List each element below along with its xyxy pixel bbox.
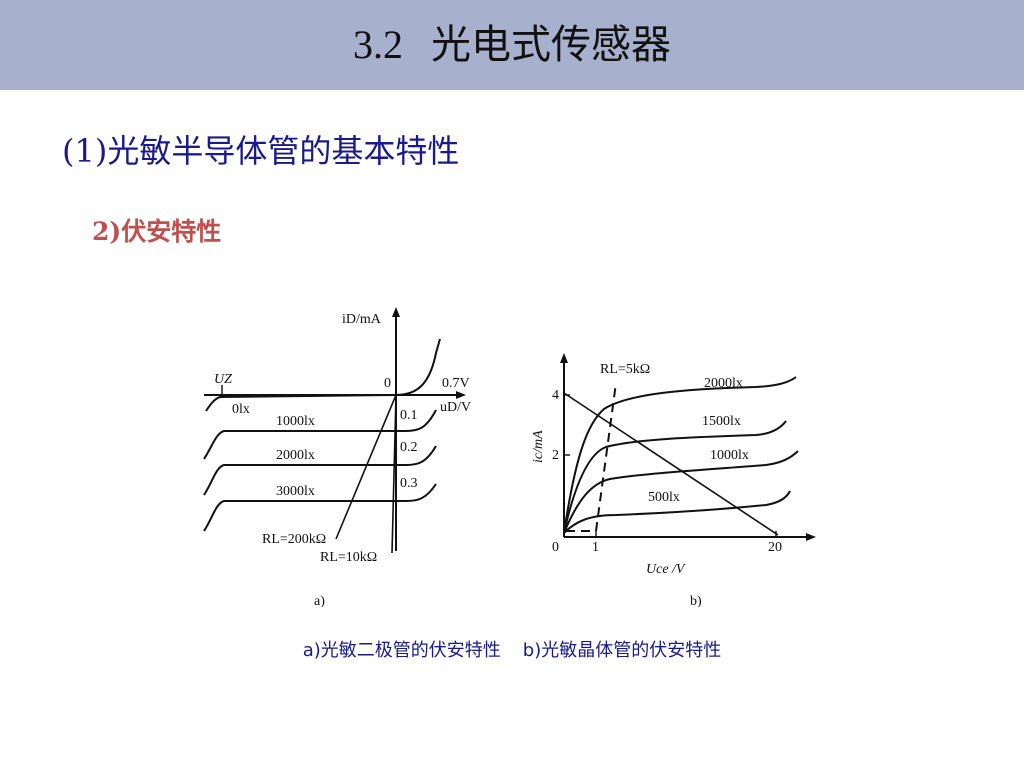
fig-b-load-line [563, 392, 779, 536]
fig-b-x-tick-label-1: 1 [592, 540, 599, 555]
fig-b-x-arrow [806, 533, 816, 541]
fig-b-curve-label-500lx: 500lx [648, 490, 680, 505]
fig-b-dashed-line [566, 382, 617, 532]
sub-heading: 2)伏安特性 [92, 217, 222, 246]
fig-b-curve-2000lx [563, 376, 797, 534]
fig-a-curve-2000lx [203, 445, 437, 496]
fig-a-forward-curve [395, 338, 441, 396]
fig-a-uz-label: UZ [214, 372, 232, 387]
fig-a-y-tick-2: 0.2 [400, 440, 418, 455]
fig-a-curve-label-0lx: 0lx [232, 402, 250, 417]
fig-a-y-arrow [392, 307, 400, 317]
fig-b-curve-1500lx [563, 420, 787, 534]
fig-b-x-axis-label: Uce /V [646, 562, 686, 577]
slide-title-text: 光电式传感器 [431, 22, 671, 68]
fig-b-curve-label-2000lx: 2000lx [704, 376, 743, 391]
fig-a-curve-label-2000lx: 2000lx [276, 448, 315, 463]
fig-a-load-label-200k: RL=200kΩ [262, 532, 326, 547]
fig-a-x-arrow [456, 391, 466, 399]
fig-b-curve-label-1000lx: 1000lx [710, 448, 749, 463]
fig-a-load-line-200k [335, 394, 397, 540]
fig-b-curve-label-1500lx: 1500lx [702, 414, 741, 429]
fig-a-load-label-10k: RL=10kΩ [320, 550, 377, 565]
fig-b-y-axis-label: ic/mA [531, 430, 546, 463]
fig-b-load-line-label: RL=5kΩ [600, 362, 650, 377]
fig-a-y-tick-1: 0.1 [400, 408, 418, 423]
slide-header [0, 0, 1024, 90]
fig-a-curve-1000lx [203, 409, 437, 460]
section-heading: (1)光敏半导体管的基本特性 [62, 132, 460, 170]
fig-a-curve-3000lx [203, 483, 437, 532]
fig-a-load-line-10k [391, 394, 397, 554]
caption-a: a)光敏二极管的伏安特性 [302, 640, 501, 661]
slide-number: 3.2 [353, 22, 403, 67]
fig-b-origin: 0 [552, 540, 559, 555]
slide-title: 3.2 光电式传感器 [0, 0, 1024, 90]
fig-a-y-tick-3: 0.3 [400, 476, 418, 491]
fig-b-panel-label: b) [690, 594, 702, 607]
fig-a-x-axis-label: uD/V [440, 400, 471, 415]
fig-b-y-arrow [560, 353, 568, 363]
fig-a-voltage-label: 0.7V [442, 376, 470, 391]
fig-a-origin: 0 [384, 376, 391, 391]
fig-b-y-tick-label-2: 2 [552, 448, 559, 463]
fig-b-curve-1000lx [563, 450, 799, 534]
fig-a-curve-label-1000lx: 1000lx [276, 414, 315, 429]
vi-characteristics-figure: iD/mA uD/V 0 UZ 0.7V 0.1 0.2 0.3 0lx 100… [196, 303, 820, 607]
caption-b: b)光敏晶体管的伏安特性 [522, 640, 722, 661]
fig-b-y-tick-label-4: 4 [552, 388, 559, 403]
figure-b-labels: ic/mA Uce /V 0 1 20 4 2 RL=5kΩ 2000lx 15… [531, 362, 782, 607]
fig-a-panel-label: a) [314, 594, 325, 607]
figure-b [560, 353, 816, 541]
figure-a-labels: iD/mA uD/V 0 UZ 0.7V 0.1 0.2 0.3 0lx 100… [214, 312, 471, 607]
fig-b-curve-500lx [563, 490, 791, 534]
fig-a-curve-label-3000lx: 3000lx [276, 484, 315, 499]
figure-caption: a)光敏二极管的伏安特性 b)光敏晶体管的伏安特性 [0, 636, 1024, 662]
fig-a-curve-0lx [205, 394, 397, 412]
fig-b-x-tick-label-20: 20 [768, 540, 782, 555]
fig-a-y-axis-label: iD/mA [342, 312, 382, 327]
figure-svg: iD/mA uD/V 0 UZ 0.7V 0.1 0.2 0.3 0lx 100… [203, 307, 816, 607]
figure-a [203, 307, 466, 554]
